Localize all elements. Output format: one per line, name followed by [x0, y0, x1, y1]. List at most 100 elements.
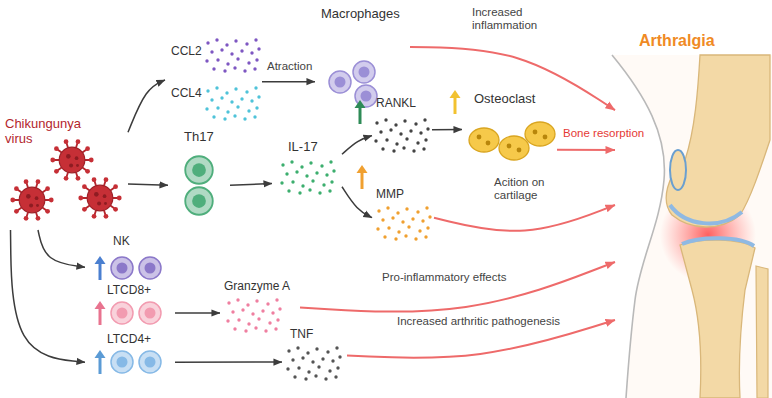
text-slot: IL-17 [288, 140, 318, 155]
increase-arrow [95, 350, 106, 374]
increase-arrow [357, 165, 368, 189]
edge-label: Pro-inflammatory effects [380, 271, 508, 284]
connector [175, 312, 220, 314]
nucleus [477, 135, 482, 140]
connector [410, 47, 615, 110]
text-slot: Granzyme A [224, 280, 290, 294]
text-slot: CCL4 [171, 87, 202, 101]
macrophage-cell [329, 71, 351, 93]
node-label: TNF [290, 328, 313, 342]
node-label: Th17 [184, 130, 214, 145]
node-label: Arthralgia [639, 32, 715, 50]
macrophage-cell [353, 61, 375, 83]
cartilage [682, 238, 754, 246]
virus-group: Chikungunya virus [3, 115, 128, 230]
increase-arrow [95, 256, 106, 280]
enzyme-group: Granzyme A [220, 280, 300, 335]
node-label: Macrophages [321, 7, 400, 22]
text-slot: LTCD8+ [107, 284, 151, 298]
th17-cell [185, 187, 213, 215]
knee-panel: Arthralgia [615, 28, 770, 393]
node-label: CCL2 [171, 45, 202, 59]
nk-cell [111, 257, 133, 279]
tibia [680, 240, 755, 398]
nucleus [517, 148, 522, 153]
node-label: LTCD4+ [107, 333, 151, 347]
cell-group: LTCD4+ [85, 333, 175, 380]
nucleus [543, 135, 548, 140]
connector [300, 262, 615, 312]
node-label: MMP [376, 188, 404, 202]
text-slot: LTCD4+ [107, 333, 151, 347]
text-slot: Th17 [184, 130, 214, 145]
cell-group: Th17 [168, 130, 230, 222]
cytokine-group: RANKL [372, 95, 432, 153]
cell-group: NK [85, 235, 175, 281]
fibula [756, 266, 768, 398]
enzyme-dots [226, 298, 281, 332]
text-slot: MMP [376, 188, 404, 202]
osteoclast-cell [469, 128, 499, 152]
osteoclast-cell [525, 122, 555, 146]
text-slot: CCL2 [171, 45, 202, 59]
node-label: IL-17 [288, 140, 318, 155]
connector [175, 361, 282, 363]
connector [128, 80, 165, 132]
connector [128, 184, 168, 185]
chemokine-dots [205, 86, 260, 120]
cell-group: Macrophages [315, 5, 410, 110]
virus-icon [10, 179, 53, 220]
connector [557, 149, 615, 151]
leg-outline [612, 55, 664, 398]
cd8-cell [111, 302, 133, 324]
connector [342, 187, 372, 218]
connector-group [11, 47, 616, 362]
increase-arrow [95, 301, 106, 325]
cell-group: LTCD8+ [85, 284, 175, 328]
node-label: RANKL [376, 97, 416, 111]
chemokine-group: CCL2CCL4 [165, 35, 262, 125]
text-slot: Arthralgia [639, 32, 715, 50]
node-label: CCL4 [171, 87, 202, 101]
enzyme-dots [376, 206, 431, 240]
connector [38, 230, 85, 267]
edge-label-slot: Atraction [265, 60, 314, 73]
connector [434, 205, 615, 231]
nucleus [507, 144, 512, 149]
connector [230, 184, 272, 186]
node-label: Osteoclast [474, 92, 535, 107]
edge-label: Bone resorption [561, 127, 646, 140]
edge-label-slot: Acition on cartilage [492, 176, 568, 202]
cd8-cell [139, 302, 161, 324]
edge-label: Atraction [265, 60, 314, 73]
patella [670, 150, 686, 190]
edge-label-slot: Increased arthritic pathogenesis [395, 315, 562, 328]
text-slot: Macrophages [321, 7, 400, 22]
cytokine-dots [374, 118, 429, 152]
node-label: Chikungunya virus [5, 117, 95, 147]
text-slot: TNF [290, 328, 313, 342]
edge-label-slot: Pro-inflammatory effects [380, 271, 508, 284]
increase-arrow [355, 100, 366, 124]
edge-label: Acition on cartilage [492, 176, 568, 202]
edge-label: Increased inflammation [470, 6, 556, 32]
cd4-cell [139, 351, 161, 373]
node-label: NK [113, 235, 130, 249]
nk-cell [139, 257, 161, 279]
femur [666, 55, 770, 227]
node-label: LTCD8+ [107, 284, 151, 298]
connector [262, 81, 315, 83]
chemokine-dots [205, 38, 260, 72]
osteoclast-cells [469, 122, 555, 160]
text-slot: RANKL [376, 97, 416, 111]
increase-arrow [450, 90, 461, 114]
th17-cell [185, 156, 213, 184]
connector [342, 136, 372, 155]
knee-illustration [612, 55, 772, 398]
cd4-cell [111, 351, 133, 373]
cartilage [670, 205, 742, 223]
cytokine-dots [286, 346, 341, 380]
leg-skin [612, 55, 772, 398]
